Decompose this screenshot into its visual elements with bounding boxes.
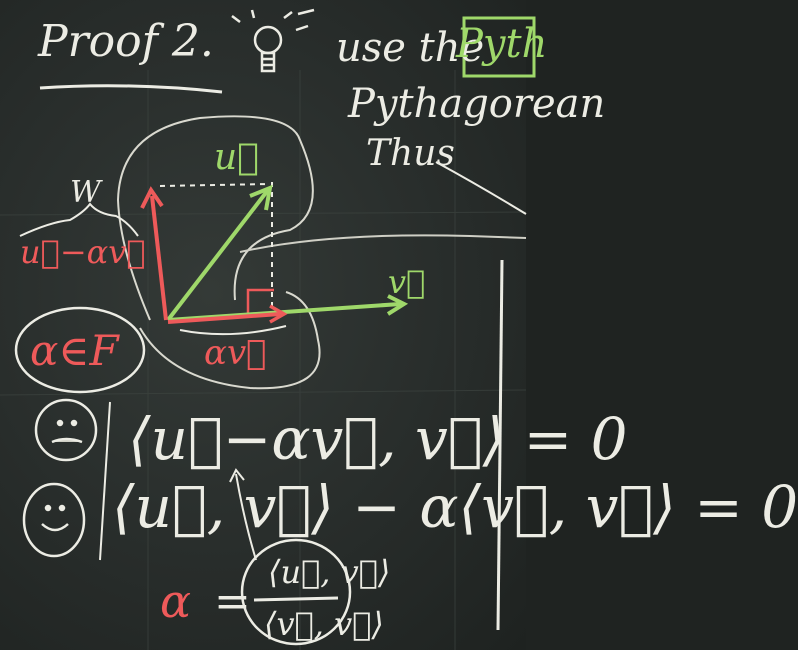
thus-text: Thus — [366, 133, 455, 174]
alpha-in-f-label: α∈F — [30, 326, 119, 375]
vector-u-minus-alpha-v-head — [140, 186, 164, 209]
equation-expanded: ⟨u⃗, v⃗⟩ − α⟨v⃗, v⃗⟩ = 0 — [112, 473, 798, 541]
use-the-text: use the — [336, 25, 485, 71]
fraction-numerator: ⟨u⃗, v⃗⟩ — [268, 553, 391, 591]
equals-sign: = — [214, 576, 251, 627]
alpha-v-brace — [179, 325, 287, 336]
sad-face-icon — [34, 398, 98, 462]
vector-alpha-v — [167, 312, 281, 324]
u-minus-alpha-v-label: u⃗−αv⃗ — [20, 233, 146, 271]
equation-inner-product-zero: ⟨u⃗−αv⃗, v⃗⟩ = 0 — [128, 405, 628, 473]
w-label: W — [70, 175, 101, 210]
vector-alpha-v-head — [269, 304, 288, 324]
title-underline — [39, 84, 223, 94]
margin-line — [496, 259, 504, 631]
fraction-bar — [253, 596, 339, 602]
proof-title: Proof 2. — [38, 16, 214, 67]
diagram-loop — [116, 115, 321, 390]
right-angle-marker — [246, 288, 274, 314]
fraction-denominator: ⟨v⃗, v⃗⟩ — [264, 605, 384, 643]
happy-face-icon — [22, 482, 86, 558]
vector-v-head — [386, 294, 409, 316]
alpha-in-f-oval — [14, 306, 146, 394]
lightbulb-icon — [231, 8, 315, 73]
vector-u-minus-alpha-v — [150, 195, 168, 321]
sweep-line — [239, 234, 527, 253]
pyth-box — [462, 16, 536, 78]
alpha-symbol: α — [160, 574, 192, 628]
thus-pointer-curve — [435, 161, 527, 215]
pythagorean-text: Pythagorean — [348, 81, 606, 127]
vector-u-head — [249, 184, 273, 211]
pointer-arrow — [235, 473, 257, 561]
vector-u-label: u⃗ — [214, 137, 259, 178]
vector-u — [166, 188, 270, 322]
dashed-top — [159, 183, 271, 187]
vector-v-label: v⃗ — [388, 263, 426, 301]
fraction-oval — [240, 538, 352, 646]
chalk-drawing — [0, 8, 536, 650]
pointer-arrow-head — [229, 468, 245, 483]
pyth-text: Pyth — [456, 21, 548, 67]
face-divider — [99, 401, 111, 561]
alpha-v-label: αv⃗ — [204, 333, 267, 373]
board-grid — [0, 70, 527, 650]
w-brace — [19, 202, 139, 237]
